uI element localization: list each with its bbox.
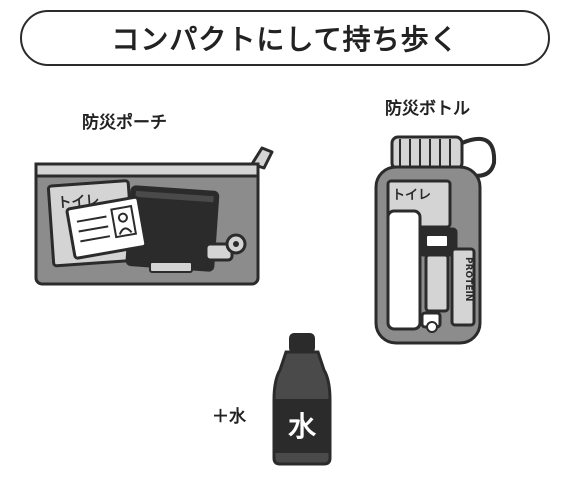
page-title: コンパクトにして持ち歩く xyxy=(111,23,459,56)
whistle-icon xyxy=(204,233,247,262)
water-label: ＋水 xyxy=(212,407,246,427)
bottle-handle-icon xyxy=(461,137,497,178)
flashlight-icon xyxy=(418,227,458,313)
pouch-zipper-band xyxy=(34,162,260,178)
protein-bar-icon: PROTEIN xyxy=(450,247,476,327)
id-card-icon xyxy=(65,195,148,260)
bottle-label: 防災ボトル xyxy=(385,99,470,119)
protein-text: PROTEIN xyxy=(463,257,473,301)
bottle-cap-icon xyxy=(390,135,464,171)
water-bottle-illustration: 水 xyxy=(272,333,332,466)
towel-icon xyxy=(386,209,422,331)
pouch-label: 防災ポーチ xyxy=(82,113,167,133)
bottle-toilet-text: トイレ xyxy=(392,188,431,203)
emergency-pouch-illustration: トイレ xyxy=(34,146,274,286)
pouch-small-item xyxy=(149,261,193,273)
water-label-band xyxy=(273,399,331,453)
emergency-bottle-illustration: トイレ PROTEIN xyxy=(374,135,497,345)
title-banner: コンパクトにして持ち歩く xyxy=(20,10,550,66)
bottle-whistle-icon xyxy=(420,311,442,333)
water-bottle-text: 水 xyxy=(288,410,317,443)
water-cap-icon xyxy=(289,333,315,353)
